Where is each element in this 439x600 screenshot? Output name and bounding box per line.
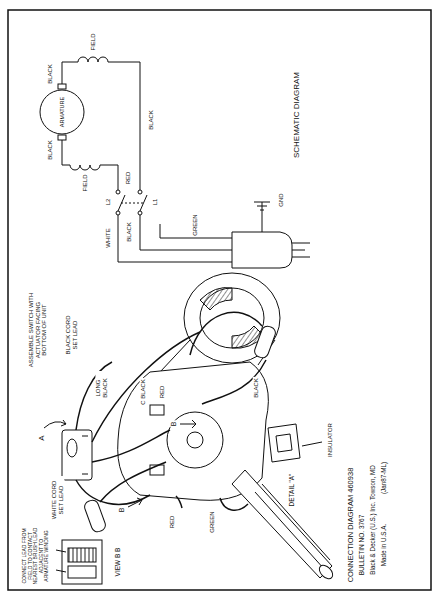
wire-color: BLACK — [47, 63, 54, 85]
maker-line: Black & Decker (U.S.) Inc. Towson, MD — [370, 464, 377, 575]
date-code: (Jan87-ML) — [381, 461, 388, 495]
section-mark: B — [170, 421, 178, 428]
lead-label: BLACK CORD SET LEAD — [65, 310, 78, 360]
line-terminal: L1 — [152, 198, 159, 207]
lead-label: LONG BLACK — [95, 371, 108, 405]
part-name: INSULATOR — [327, 422, 334, 458]
detail-mark: A — [38, 434, 47, 441]
insulator-detail — [268, 424, 322, 462]
page-border — [8, 10, 431, 590]
coil-label: FIELD — [82, 173, 89, 192]
line-terminal: L2 — [105, 198, 112, 207]
wire-color: BLACK — [126, 221, 133, 243]
section-mark: B — [118, 507, 126, 514]
lead-wires — [76, 312, 266, 510]
tool-assembly — [44, 273, 335, 581]
origin-line: Made in U.S.A. — [381, 523, 388, 567]
wire-color: BLACK — [253, 377, 260, 399]
wire-color: GREEN — [209, 510, 216, 533]
detail-title: DETAIL "A" — [288, 473, 295, 508]
wire-color: C BLACK — [140, 378, 147, 406]
wire-color: BLACK — [47, 139, 54, 161]
wire-color: BLACK — [148, 109, 155, 131]
wiring-note: CONNECT LEAD FROM FIELD TO CONTACT NEARE… — [22, 526, 50, 586]
view-bb — [56, 540, 102, 584]
wire-color: RED — [169, 515, 176, 530]
view-title: VIEW B B — [114, 547, 121, 578]
diagram-title: CONNECTION DIAGRAM 460938 — [347, 467, 355, 584]
wire-color: WHITE — [105, 227, 112, 248]
wire-color: GREEN — [192, 213, 199, 236]
section-heading: SCHEMATIC DIAGRAM — [293, 71, 302, 159]
assembly-note: ASSEMBLE SWITCH WITH ACTUATOR FACING BOT… — [28, 290, 48, 370]
coil-label: FIELD — [90, 32, 97, 51]
bulletin-number: BULLETIN NO. 3767 — [358, 514, 365, 577]
ground-label: GND — [278, 192, 285, 207]
wire-color: RED — [125, 171, 132, 186]
wire-color: RED — [159, 385, 166, 400]
lead-label: WHITE CORD SET LEAD — [51, 476, 64, 524]
armature-label: ARMATURE — [59, 96, 65, 128]
section-arrows — [128, 420, 196, 507]
schematic — [40, 57, 310, 268]
